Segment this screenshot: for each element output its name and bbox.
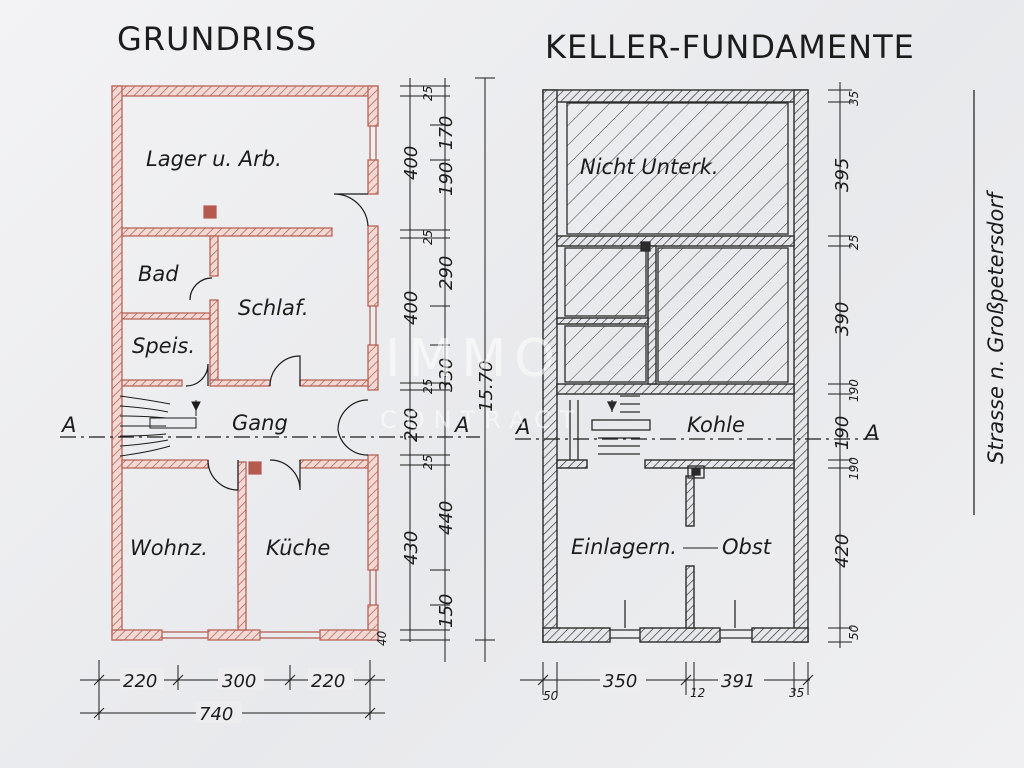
cellar-section-mark-left: A	[514, 415, 530, 439]
dim-g-total-width: 740	[199, 704, 233, 725]
room-schlaf: Schlaf.	[238, 296, 309, 320]
dim-g-300: 300	[222, 671, 256, 692]
room-einlagern: Einlagern.	[571, 535, 677, 559]
dim-c-350: 350	[603, 671, 637, 692]
dim-g-220b: 220	[311, 671, 345, 692]
dim-g-220a: 220	[123, 671, 157, 692]
cellar-bottom-dimension-lines	[520, 662, 814, 695]
dim-g-440: 440	[436, 501, 457, 535]
dim-g-150: 150	[436, 594, 457, 628]
watermark-logo-line1: IMMO	[385, 329, 563, 389]
dim-bg	[196, 701, 242, 723]
dim-g-200: 200	[401, 408, 422, 442]
dim-g-400a: 400	[401, 146, 422, 180]
dim-c-50b: 50	[543, 689, 559, 703]
dim-g-25c: 25	[421, 379, 435, 394]
cellar-details	[569, 241, 752, 639]
dim-bg	[718, 668, 764, 690]
dim-g-40: 40	[375, 630, 389, 646]
dim-c-35b: 35	[789, 686, 804, 700]
dim-c-391: 391	[721, 671, 755, 692]
dim-c-395: 395	[832, 158, 853, 192]
dim-bg	[308, 668, 354, 690]
section-mark-a-left: A	[60, 413, 76, 437]
room-kohle: Kohle	[687, 413, 745, 437]
dim-g-25d: 25	[421, 455, 435, 470]
street-label: Strasse n. Großpetersdorf	[984, 189, 1008, 464]
dim-g-total-height: 15.70	[476, 360, 497, 412]
dim-g-25b: 25	[421, 230, 435, 245]
dim-bg	[218, 668, 264, 690]
dim-c-190a: 190	[847, 379, 861, 402]
dim-g-430: 430	[401, 531, 422, 565]
dim-bg	[120, 668, 164, 690]
ground-floor-windows	[162, 126, 377, 639]
room-wohnz: Wohnz.	[130, 536, 208, 560]
ground-dimension-lines	[400, 77, 495, 662]
ground-floor-title: GRUNDRISS	[117, 20, 317, 58]
dim-g-190: 190	[436, 162, 457, 196]
dim-c-50: 50	[847, 624, 861, 640]
room-lager: Lager u. Arb.	[146, 147, 282, 171]
cellar-dimension-lines	[828, 82, 852, 648]
dim-c-190b: 190	[847, 457, 861, 480]
room-kueche: Küche	[266, 536, 330, 560]
dim-g-400b: 400	[401, 291, 422, 325]
dim-g-170: 170	[436, 116, 457, 150]
dim-g-25a: 25	[421, 86, 435, 101]
cellar-walls	[542, 89, 809, 643]
dim-c-12: 12	[690, 686, 705, 700]
section-mark-a-right: A	[453, 413, 469, 437]
room-nicht-unterk: Nicht Unterk.	[580, 155, 719, 179]
ground-floor-walls	[111, 85, 379, 641]
dim-c-35: 35	[847, 91, 861, 106]
ground-floor-stairs	[119, 395, 201, 457]
ground-floor-doors	[185, 193, 369, 491]
cellar-section-mark-right: A	[863, 421, 879, 445]
dim-bg	[600, 668, 646, 690]
dim-g-330: 330	[436, 358, 457, 392]
watermark-logo-line2: CONTRACT	[380, 406, 583, 434]
room-bad: Bad	[138, 262, 179, 286]
dim-g-290: 290	[436, 256, 457, 290]
dim-c-420: 420	[832, 534, 853, 568]
dim-c-190: 190	[832, 416, 853, 450]
dim-c-390: 390	[832, 302, 853, 336]
room-gang: Gang	[232, 411, 288, 435]
dim-c-25: 25	[847, 235, 861, 250]
room-obst: Obst	[722, 535, 772, 559]
cellar-title: KELLER-FUNDAMENTE	[545, 28, 915, 66]
room-speis: Speis.	[132, 334, 195, 358]
cellar-unexcavated-areas	[564, 102, 789, 383]
